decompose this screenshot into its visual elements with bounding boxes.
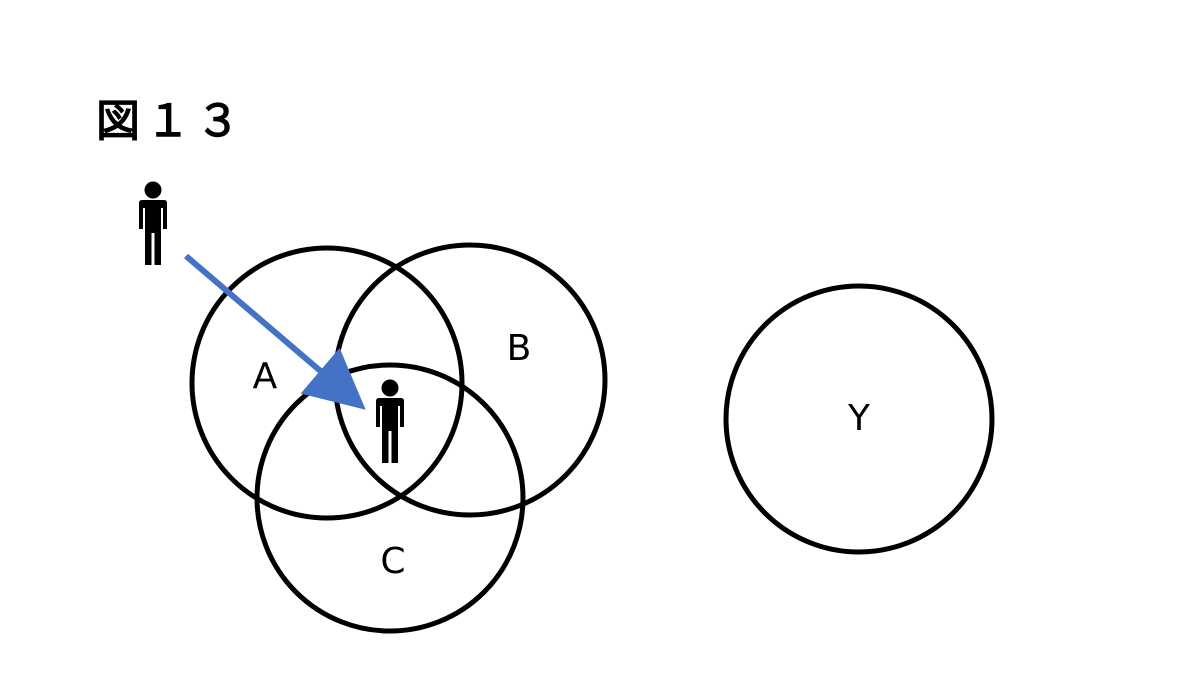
set-a-label: A bbox=[253, 356, 278, 397]
figure-title: 図１３ bbox=[96, 96, 246, 147]
set-c-label: C bbox=[380, 541, 405, 582]
set-y-circle bbox=[723, 283, 995, 555]
set-a-circle bbox=[189, 245, 465, 521]
arrow-icon bbox=[184, 253, 366, 410]
set-y-label: Y bbox=[847, 398, 871, 439]
set-b-circle bbox=[332, 242, 608, 518]
person-icon-outside bbox=[139, 181, 167, 265]
person-icon-center bbox=[376, 379, 404, 463]
set-b-label: B bbox=[507, 328, 532, 369]
set-c-circle bbox=[254, 362, 526, 634]
